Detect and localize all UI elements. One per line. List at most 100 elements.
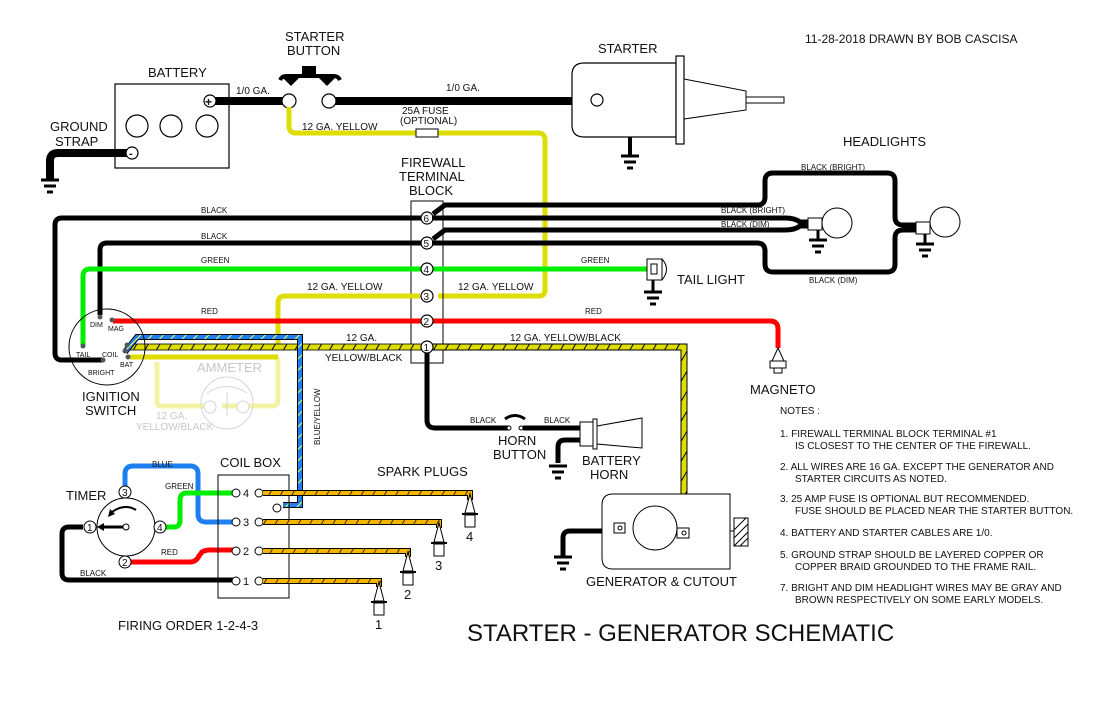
svg-text:2: 2 bbox=[243, 546, 249, 558]
black-6-label: BLACK bbox=[201, 206, 228, 215]
battery-cell bbox=[195, 114, 219, 138]
green-wire-4 bbox=[80, 266, 427, 345]
ground-icon bbox=[619, 154, 641, 170]
ground-strap-wire bbox=[46, 149, 128, 180]
horn-button-label-1: HORN bbox=[498, 433, 536, 448]
ignition-switch-terminals bbox=[80, 314, 131, 363]
terminal-4 bbox=[420, 262, 434, 276]
yellow-3-right-label: 12 GA. YELLOW bbox=[458, 282, 534, 293]
firewall-terminals: 6 5 4 3 2 1 bbox=[420, 211, 434, 354]
headlight-dim-wire bbox=[432, 227, 916, 275]
ground-strap-label-1: GROUND bbox=[50, 119, 108, 134]
plug-number-1: 1 bbox=[375, 617, 382, 632]
svg-text:5: 5 bbox=[424, 239, 430, 250]
switch-bat-label: BAT bbox=[120, 362, 134, 369]
coil-terminals: 4 3 2 1 bbox=[231, 488, 282, 588]
note-item: 4. BATTERY AND STARTER CABLES ARE 1/0. bbox=[780, 528, 993, 539]
timer-terminals: 1 2 3 4 bbox=[83, 485, 167, 569]
switch-bright-label: BRIGHT bbox=[88, 370, 115, 377]
terminal-2 bbox=[420, 314, 434, 328]
ground-icon bbox=[39, 178, 61, 194]
horn-black-right-label: BLACK bbox=[544, 416, 571, 425]
starter-motor bbox=[571, 55, 785, 145]
timer-green-label: GREEN bbox=[165, 482, 194, 491]
notes-list: 1. FIREWALL TERMINAL BLOCK TERMINAL #1 I… bbox=[780, 429, 1073, 606]
headlights-label: HEADLIGHTS bbox=[843, 134, 926, 149]
magneto-label: MAGNETO bbox=[750, 382, 816, 397]
ignition-label-2: SWITCH bbox=[85, 403, 136, 418]
firewall-label-1: FIREWALL bbox=[401, 155, 466, 170]
headlight-dim-inner-wire bbox=[431, 223, 808, 241]
tail-light bbox=[646, 258, 667, 292]
battery-cell bbox=[125, 114, 149, 138]
coil-box-label: COIL BOX bbox=[220, 455, 281, 470]
svg-text:3: 3 bbox=[243, 517, 249, 529]
headlight-bright-top-label: BLACK (BRIGHT) bbox=[801, 163, 865, 172]
timer-black-wire bbox=[59, 524, 235, 583]
spark-plug-2 bbox=[400, 550, 416, 586]
headlight-bright-label: BLACK (BRIGHT) bbox=[721, 206, 785, 215]
battery: BATTERY bbox=[114, 65, 230, 169]
battery-negative-terminal bbox=[125, 146, 139, 160]
horn-wire bbox=[424, 352, 510, 431]
headlight-right bbox=[929, 206, 961, 238]
starter-button-label-1: STARTER bbox=[285, 29, 344, 44]
ground-icon bbox=[914, 242, 936, 258]
spark-plugs-label: SPARK PLUGS bbox=[377, 464, 468, 479]
switch-tail-label: TAIL bbox=[76, 352, 90, 359]
yellow-wire-3 bbox=[275, 293, 420, 350]
svg-text:4: 4 bbox=[243, 488, 249, 500]
horn-button bbox=[504, 414, 526, 431]
timer-green-wire bbox=[162, 490, 235, 530]
spark-plug-4 bbox=[462, 492, 478, 528]
switch-dim-label: DIM bbox=[90, 322, 103, 329]
svg-text:4: 4 bbox=[424, 265, 430, 276]
timer-label: TIMER bbox=[66, 488, 106, 503]
yellow-black-wire-1 bbox=[127, 343, 428, 351]
terminal-3 bbox=[420, 289, 434, 303]
coil-box bbox=[217, 474, 290, 599]
note-item: 7. BRIGHT AND DIM HEADLIGHT WIRES MAY BE… bbox=[780, 583, 1062, 594]
starter-button-terminal bbox=[321, 93, 337, 109]
headlight-bright-wire bbox=[431, 170, 916, 228]
battery-horn bbox=[579, 417, 643, 450]
firewall-terminal-block bbox=[410, 200, 444, 364]
note-item: COPPER BRAID GROUNDED TO THE FRAME RAIL. bbox=[795, 562, 1036, 573]
black-wire-5 bbox=[97, 240, 427, 315]
generator-label: GENERATOR & CUTOUT bbox=[586, 574, 737, 589]
svg-text:1: 1 bbox=[87, 523, 93, 534]
ga12-label: 12 GA. bbox=[346, 333, 377, 344]
svg-text:2: 2 bbox=[424, 317, 430, 328]
fuse-label-2: (OPTIONAL) bbox=[400, 116, 457, 127]
battery-horn-label-2: HORN bbox=[590, 467, 628, 482]
plug-number-2: 2 bbox=[404, 587, 411, 602]
magneto-connector bbox=[769, 346, 787, 374]
ignition-label-1: IGNITION bbox=[82, 389, 140, 404]
yellow-12ga-wire bbox=[286, 107, 548, 299]
plug-number-3: 3 bbox=[435, 558, 442, 573]
ammeter-wire-label-1: 12 GA. bbox=[156, 411, 187, 422]
note-item: 1. FIREWALL TERMINAL BLOCK TERMINAL #1 bbox=[780, 429, 997, 440]
fuse-label-1: 25A FUSE bbox=[402, 106, 449, 117]
yellow-12ga-label: 12 GA. YELLOW bbox=[302, 122, 378, 133]
note-item: 5. GROUND STRAP SHOULD BE LAYERED COPPER… bbox=[780, 550, 1044, 561]
blue-yellow-wire bbox=[123, 335, 302, 507]
svg-text:1: 1 bbox=[424, 343, 430, 354]
note-item: FUSE SHOULD BE PLACED NEAR THE STARTER B… bbox=[795, 506, 1073, 517]
headlight-dim-label: BLACK (DIM) bbox=[721, 220, 770, 229]
ground-icon bbox=[547, 464, 569, 480]
ammeter bbox=[154, 357, 281, 430]
notes-heading: NOTES : bbox=[780, 406, 820, 417]
starter-terminal bbox=[590, 93, 604, 107]
generator-ground-wire bbox=[560, 528, 602, 556]
svg-text:1: 1 bbox=[243, 576, 249, 588]
terminal-1 bbox=[420, 340, 434, 354]
svg-text:-: - bbox=[129, 148, 133, 160]
starter-button-label-2: BUTTON bbox=[287, 43, 340, 58]
battery-positive-terminal bbox=[203, 94, 217, 108]
horn-black-left-label: BLACK bbox=[470, 416, 497, 425]
starter-button-terminal bbox=[281, 93, 297, 109]
ground-strap-label-2: STRAP bbox=[55, 134, 98, 149]
svg-text:+: + bbox=[205, 95, 212, 109]
